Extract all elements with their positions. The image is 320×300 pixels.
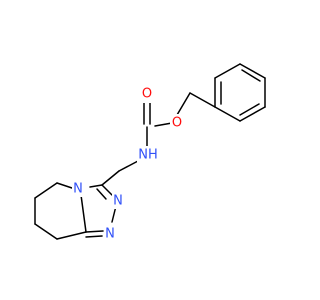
bond <box>214 63 241 79</box>
amine-nh-label: NH <box>137 146 161 164</box>
molecule-svg: O O NH N N N <box>34 63 266 242</box>
bond <box>56 231 87 240</box>
bond <box>239 106 266 122</box>
ester-oxygen-label: O <box>170 114 184 132</box>
bond <box>189 92 216 108</box>
bond <box>118 160 139 172</box>
bond <box>176 92 191 116</box>
atom-o-carbonyl: O <box>142 87 152 102</box>
bond <box>214 106 241 122</box>
bond <box>80 194 87 233</box>
bonds <box>34 63 266 240</box>
bond <box>154 122 173 127</box>
bond <box>85 230 104 233</box>
bond <box>34 223 58 240</box>
bond <box>56 182 73 189</box>
triazole-nitrogen-2-label: N <box>104 226 116 242</box>
atom-nh: NH <box>138 148 158 163</box>
triazole-nitrogen-1-label: N <box>112 193 124 209</box>
bond <box>96 188 107 200</box>
bond-inner <box>241 69 261 82</box>
atom-n-ring-2: N <box>105 227 115 242</box>
bond <box>85 235 103 238</box>
bond-inner <box>239 103 260 116</box>
bond <box>101 170 120 186</box>
bond <box>239 63 266 79</box>
bond <box>101 184 113 196</box>
atom-o-ester: O <box>172 116 182 131</box>
bond <box>34 182 58 199</box>
atom-labels: O O NH N N N <box>72 85 184 242</box>
bond <box>89 184 103 188</box>
atom-n-bridge: N <box>73 182 83 197</box>
bridgehead-nitrogen-label: N <box>72 181 84 197</box>
molecule-structure-diagram: O O NH N N N <box>34 63 266 242</box>
atom-n-ring-1: N <box>113 194 123 209</box>
carbonyl-oxygen-label: O <box>140 85 154 103</box>
